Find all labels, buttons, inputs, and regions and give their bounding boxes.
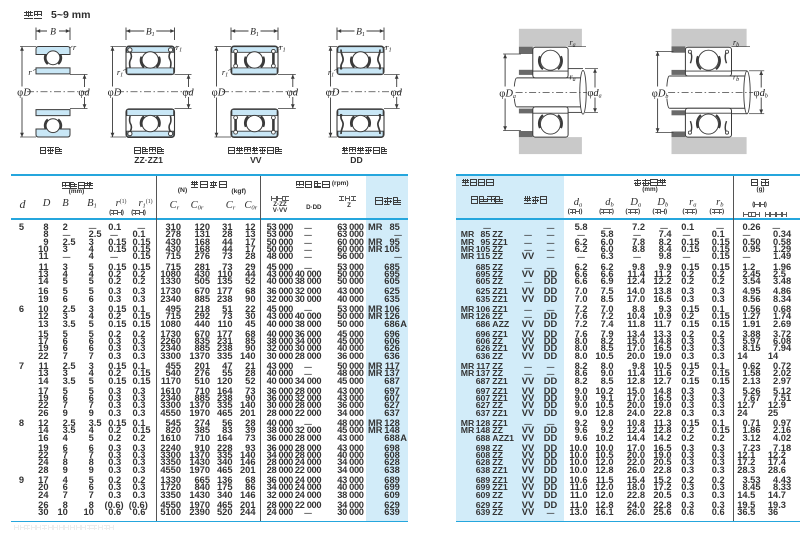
svg-text:r: r: [73, 42, 77, 52]
svg-text:φd: φd: [391, 88, 403, 99]
svg-text:ra: ra: [570, 73, 576, 84]
svg-text:φD: φD: [108, 88, 122, 99]
svg-text:rb: rb: [733, 73, 739, 84]
svg-text:r1: r1: [279, 42, 285, 54]
svg-text:ra: ra: [570, 38, 576, 49]
svg-text:φDa: φDa: [499, 89, 516, 101]
svg-text:r: r: [28, 67, 32, 77]
svg-text:φd: φd: [182, 88, 194, 99]
svg-text:B1: B1: [250, 28, 259, 39]
svg-text:φdb: φdb: [754, 88, 768, 100]
svg-text:φd: φd: [287, 88, 299, 99]
svg-text:r1: r1: [117, 67, 123, 79]
svg-text:r1: r1: [176, 42, 182, 54]
svg-text:φda: φda: [587, 88, 601, 100]
svg-text:B1: B1: [356, 28, 365, 39]
svg-text:φDb: φDb: [652, 89, 669, 101]
svg-text:B1: B1: [146, 28, 155, 39]
svg-text:φD: φD: [326, 88, 340, 99]
svg-text:φD: φD: [17, 88, 31, 99]
svg-text:r1: r1: [328, 67, 334, 79]
svg-text:r1: r1: [385, 42, 391, 54]
svg-text:r1: r1: [222, 67, 228, 79]
svg-text:B: B: [50, 28, 56, 38]
svg-text:φD: φD: [212, 88, 226, 99]
svg-text:φd: φd: [78, 88, 90, 99]
svg-text:rb: rb: [733, 38, 739, 49]
